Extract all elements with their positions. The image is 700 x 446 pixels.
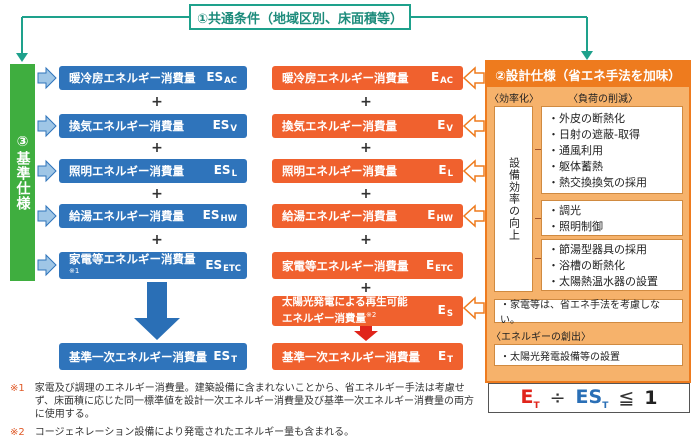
design-spec-header: ②設計仕様（省エネ手法を加味） — [487, 62, 689, 87]
blue-symbol: ESETC — [205, 257, 241, 274]
common-conditions-box: ①共通条件（地域区別、床面積等） — [189, 4, 411, 30]
orange-total-symbol: ET — [437, 348, 453, 365]
formula-value: 1 — [644, 387, 658, 409]
list-item: ・通風利用 — [548, 144, 603, 157]
orange-box-lighting: 照明エネルギー消費量 EL — [272, 159, 463, 183]
orange-symbol: EL — [438, 163, 453, 179]
blue-box-appliances: 家電等エネルギー消費量※1 ESETC — [59, 252, 247, 279]
orange-label: 給湯エネルギー消費量 — [282, 209, 397, 223]
orange-total-label: 基準一次エネルギー消費量 — [282, 349, 420, 364]
list-item: ・節湯型器具の採用 — [548, 243, 647, 256]
orange-label: 暖冷房エネルギー消費量 — [282, 71, 409, 85]
plus-sign: + — [360, 94, 372, 110]
footnote-1: ※1 家電及び調理のエネルギー消費量。建築設備に含まれないことから、省エネルギー… — [10, 382, 480, 421]
list-item: ・浴槽の断熱化 — [548, 259, 625, 272]
orange-box-appliances: 家電等エネルギー消費量 EETC — [272, 252, 463, 279]
blue-symbol: ESV — [212, 118, 237, 134]
load-reduction-group-hot-water: ・節湯型器具の採用 ・浴槽の断熱化 ・太陽熱温水器の設置 — [541, 239, 683, 291]
footnote-text: 家電及び調理のエネルギー消費量。建築設備に含まれないことから、省エネルギー手法は… — [34, 383, 475, 420]
load-reduction-group-envelope: ・外皮の断熱化 ・日射の遮蔽-取得 ・通風利用 ・躯体蓄熱 ・熱交換換気の採用 — [541, 106, 683, 194]
common-conditions-label: ①共通条件（地域区別、床面積等） — [196, 11, 403, 27]
blue-symbol: ESL — [213, 163, 237, 179]
blue-label: 給湯エネルギー消費量 — [69, 209, 184, 223]
plus-sign: + — [360, 232, 372, 248]
appliance-note-box: ・家電等は、省エネ手法を考慮しない。 — [494, 299, 683, 326]
plus-sign: + — [360, 140, 372, 156]
creation-heading: 〈エネルギーの創出〉 — [491, 332, 591, 343]
note-mark-2: ※2 — [366, 311, 377, 320]
list-item: ・太陽熱温水器の設置 — [548, 275, 658, 288]
blue-box-lighting: 照明エネルギー消費量 ESL — [59, 159, 247, 183]
plus-sign: + — [151, 186, 163, 202]
blue-box-base-total: 基準一次エネルギー消費量 EST — [59, 343, 247, 370]
footnote-mark: ※1 — [10, 383, 25, 394]
appliance-note: ・家電等は、省エネ手法を考慮しない。 — [500, 300, 660, 326]
efficiency-label: 設備効率の向上 — [507, 157, 521, 241]
blue-total-label: 基準一次エネルギー消費量 — [69, 349, 207, 364]
blue-label: 換気エネルギー消費量 — [69, 119, 184, 133]
footnote-mark: ※2 — [10, 427, 25, 438]
formula-base-energy: EST — [575, 385, 609, 411]
creation-box: ・太陽光発電設備等の設置 — [494, 344, 683, 366]
blue-symbol: ESAC — [206, 70, 237, 86]
blue-box-heating-cooling: 暖冷房エネルギー消費量 ESAC — [59, 66, 247, 90]
blue-label: 暖冷房エネルギー消費量 — [69, 71, 196, 85]
base-spec-label: ③基準仕様 — [14, 134, 31, 211]
footnote-2: ※2 コージェネレーション設備により発電されたエネルギー量も含まれる。 — [10, 426, 480, 439]
orange-label: 換気エネルギー消費量 — [282, 119, 397, 133]
plus-sign: + — [360, 186, 372, 202]
formula-divide: ÷ — [549, 387, 566, 409]
formula-box: ET ÷ EST ≦ 1 — [488, 383, 690, 413]
blue-label: 照明エネルギー消費量 — [69, 164, 184, 178]
orange-symbol: EV — [437, 118, 453, 134]
load-reduction-group-lighting: ・調光 ・照明制御 — [541, 200, 683, 236]
blue-label: 家電等エネルギー消費量※1 — [69, 251, 196, 275]
list-item: ・躯体蓄熱 — [548, 160, 603, 173]
dash-connector — [535, 258, 541, 259]
orange-box-ventilation: 換気エネルギー消費量 EV — [272, 114, 463, 138]
solar-label: 太陽光発電による再生可能エネルギー消費量※2 — [282, 296, 408, 325]
orange-box-hot-water: 給湯エネルギー消費量 EHW — [272, 204, 463, 228]
formula-design-energy: ET — [520, 385, 540, 411]
orange-symbol: EHW — [427, 208, 453, 224]
design-spec-label: ②設計仕様（省エネ手法を加味） — [495, 68, 681, 83]
list-item: ・日射の遮蔽-取得 — [548, 128, 640, 141]
note-mark-1: ※1 — [69, 266, 80, 275]
orange-box-total: 基準一次エネルギー消費量 ET — [272, 343, 463, 370]
footnote-text: コージェネレーション設備により発電されたエネルギー量も含まれる。 — [34, 427, 355, 438]
blue-box-hot-water: 給湯エネルギー消費量 ESHW — [59, 204, 247, 228]
blue-symbol: ESHW — [202, 208, 237, 224]
solar-symbol: ES — [437, 303, 453, 319]
dash-connector — [535, 218, 541, 219]
efficiency-box: 設備効率の向上 — [494, 106, 533, 292]
orange-box-solar: 太陽光発電による再生可能エネルギー消費量※2 ES — [272, 296, 463, 326]
creation-item: ・太陽光発電設備等の設置 — [500, 351, 620, 363]
orange-symbol: EETC — [425, 257, 453, 274]
orange-label: 家電等エネルギー消費量 — [282, 258, 409, 273]
dash-connector — [535, 149, 541, 150]
orange-box-heating-cooling: 暖冷房エネルギー消費量 EAC — [272, 66, 463, 90]
list-item: ・照明制御 — [548, 220, 603, 233]
orange-label: 照明エネルギー消費量 — [282, 164, 397, 178]
load-reduction-heading: 〈負荷の削減〉 — [568, 94, 638, 105]
plus-sign: + — [360, 280, 372, 296]
base-spec-bar: ③基準仕様 — [10, 64, 35, 281]
list-item: ・外皮の断熱化 — [548, 112, 625, 125]
formula-comparator: ≦ — [618, 387, 635, 409]
plus-sign: + — [151, 140, 163, 156]
blue-total-symbol: EST — [213, 348, 237, 365]
list-item: ・調光 — [548, 204, 581, 217]
list-item: ・熱交換換気の採用 — [548, 176, 647, 189]
efficiency-heading: 〈効率化〉 — [489, 94, 539, 105]
plus-sign: + — [151, 232, 163, 248]
blue-box-ventilation: 換気エネルギー消費量 ESV — [59, 114, 247, 138]
plus-sign: + — [151, 94, 163, 110]
orange-symbol: EAC — [430, 70, 453, 86]
